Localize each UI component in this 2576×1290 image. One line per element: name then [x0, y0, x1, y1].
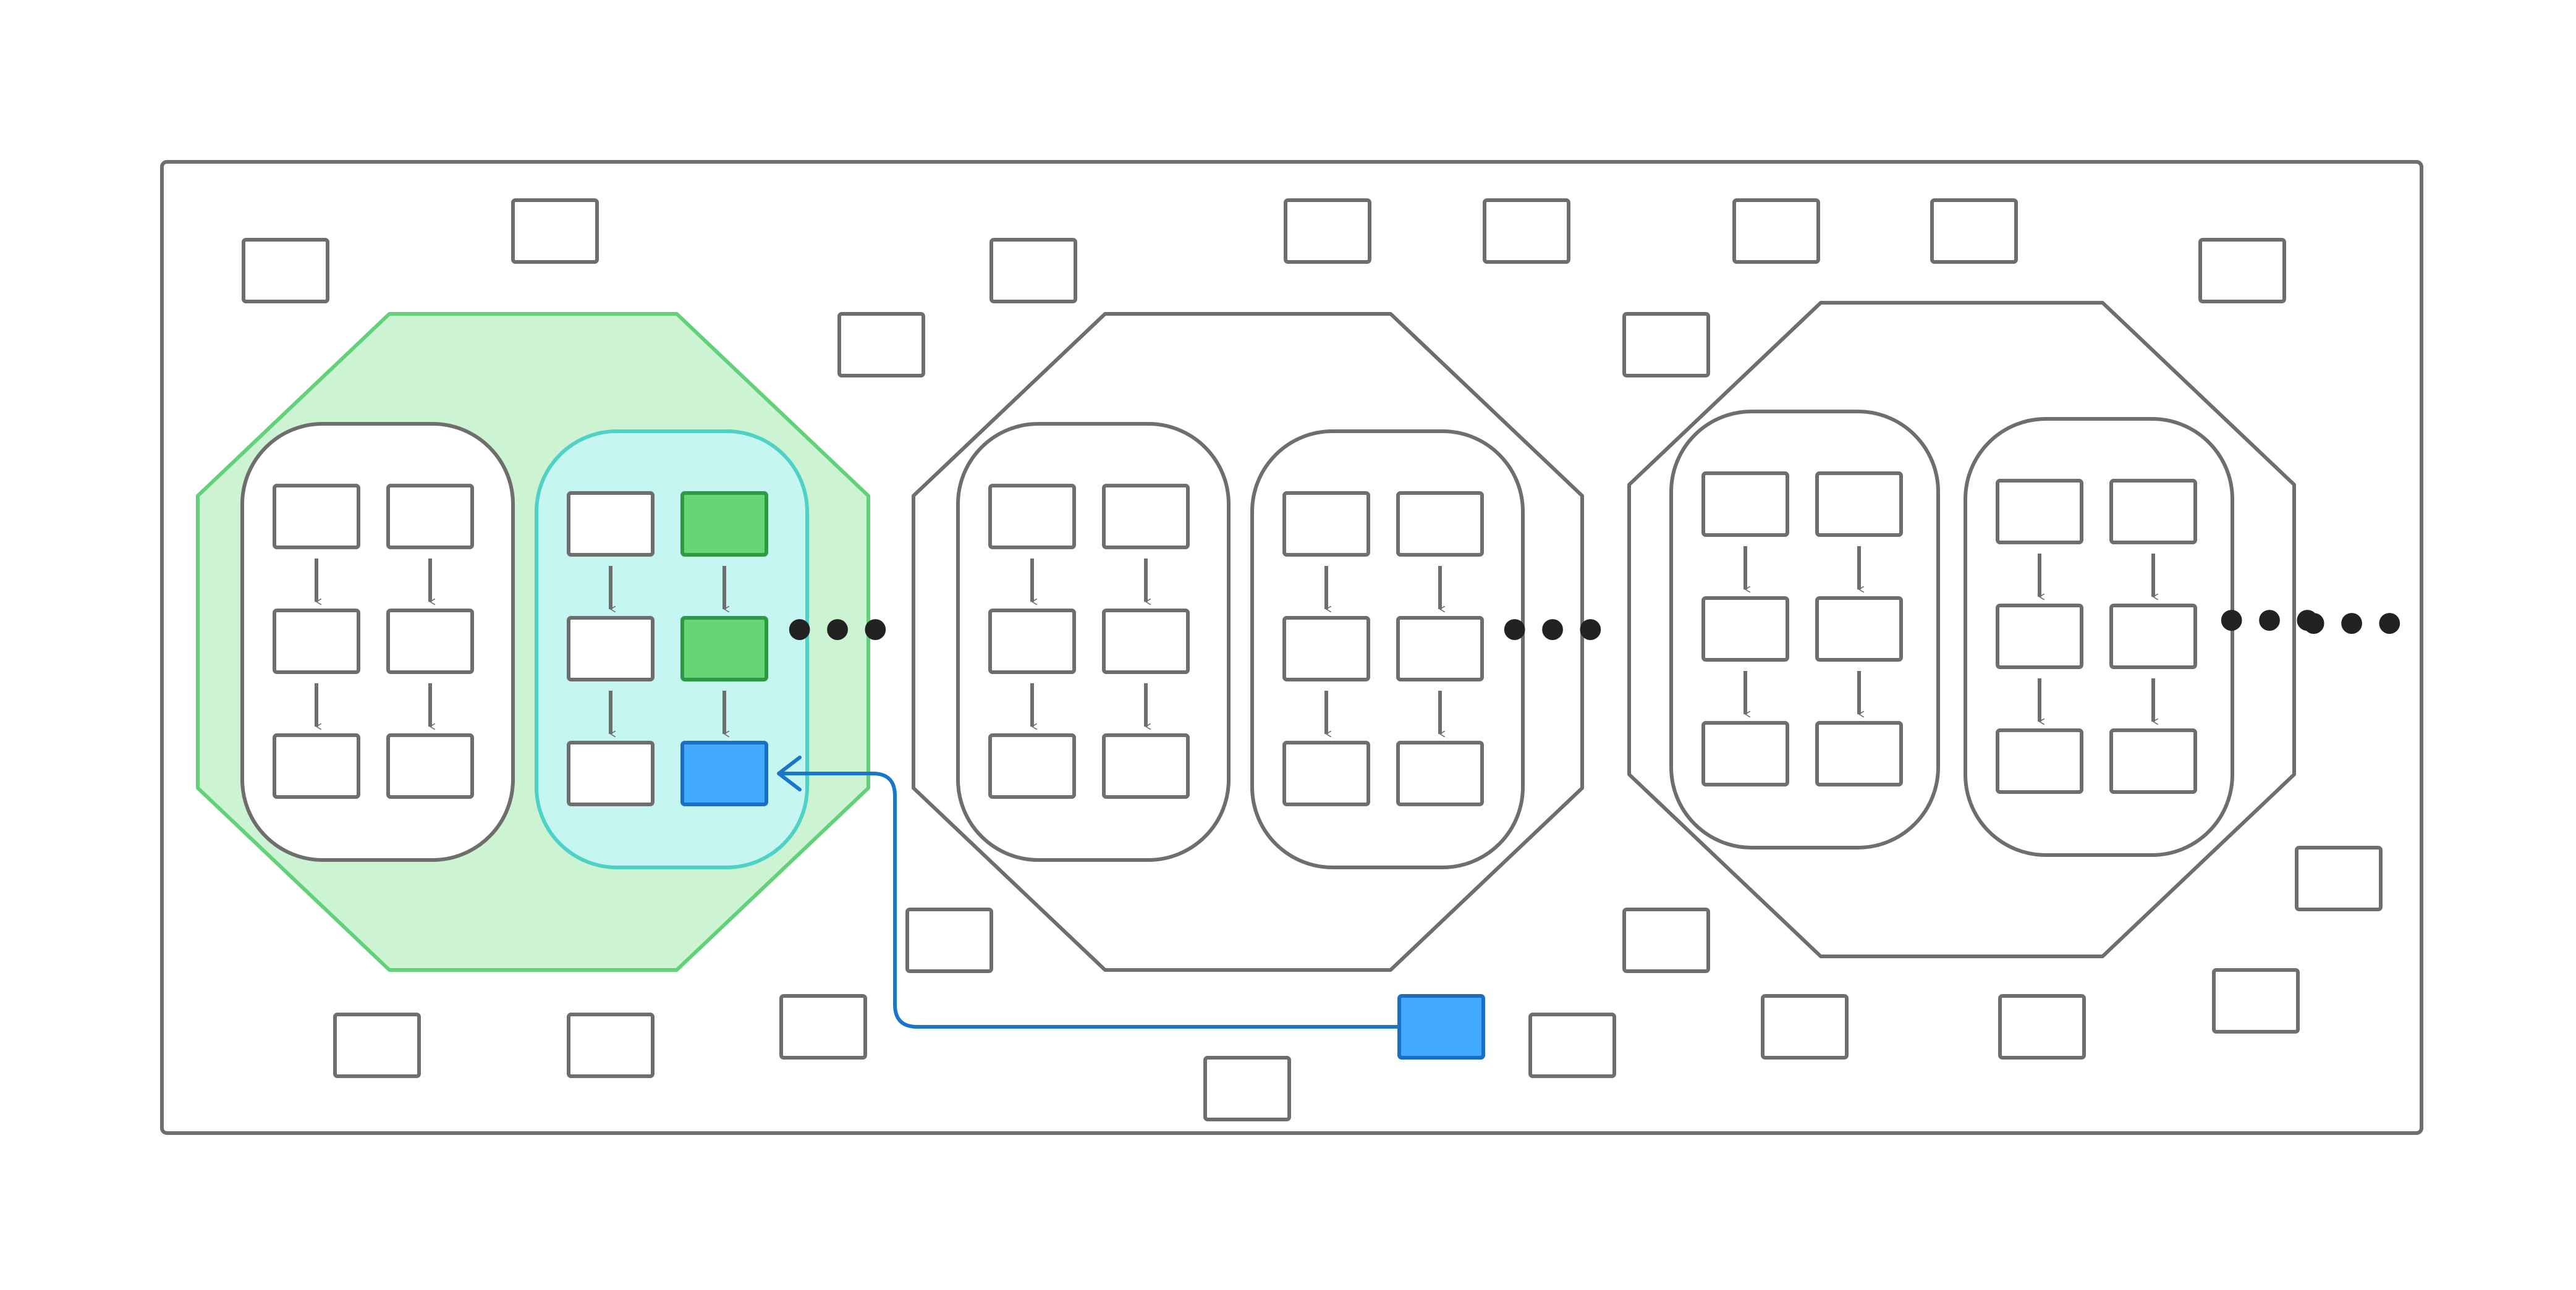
cluster-2-group-1	[956, 422, 1231, 862]
node-box	[1282, 491, 1370, 557]
connector-layer	[777, 756, 1399, 1029]
node-box	[1815, 721, 1903, 786]
node-box	[273, 733, 360, 799]
node-box	[386, 609, 474, 674]
loose-box	[989, 238, 1077, 303]
cluster-2-group-2	[1250, 429, 1525, 869]
ellipsis-dots: •••	[2295, 591, 2409, 660]
loose-box	[1998, 994, 2086, 1060]
cluster-3-group-2	[1964, 417, 2234, 857]
loose-box	[242, 238, 329, 303]
node-box	[273, 609, 360, 674]
loose-box	[905, 908, 993, 973]
node-box	[1282, 741, 1370, 806]
loose-box	[333, 1013, 421, 1078]
cluster-3: ••••••	[1627, 301, 2409, 958]
loose-box	[1622, 908, 1710, 973]
ellipsis-dots: •••	[2213, 588, 2326, 657]
loose-box	[567, 1013, 655, 1078]
node-box	[988, 609, 1076, 674]
node-box	[1396, 491, 1484, 557]
node-box	[567, 741, 655, 806]
cluster-2: •••	[912, 312, 1609, 972]
loose-box	[1483, 198, 1570, 264]
node-box	[567, 491, 655, 557]
node-box	[1102, 484, 1190, 549]
node-box	[1815, 596, 1903, 662]
connector-arrowhead	[777, 756, 802, 791]
node-box	[988, 484, 1076, 549]
loose-box	[1732, 198, 1820, 264]
node-box	[1102, 609, 1190, 674]
loose-box-highlighted	[1397, 994, 1485, 1060]
node-box-green	[680, 616, 768, 681]
ellipsis-dots: •••	[781, 597, 894, 666]
node-box	[2109, 604, 2197, 669]
connector-line	[779, 772, 1399, 1029]
loose-box	[1761, 994, 1849, 1060]
node-box	[1396, 741, 1484, 806]
loose-box	[837, 312, 925, 377]
node-box-green	[680, 491, 768, 557]
loose-box	[2212, 968, 2300, 1034]
node-box	[1996, 604, 2083, 669]
loose-box	[1528, 1013, 1616, 1078]
cluster-3-group-1	[1669, 410, 1940, 849]
loose-box	[1930, 198, 2018, 264]
node-box	[1701, 596, 1789, 662]
node-box	[1815, 471, 1903, 537]
node-box	[2109, 479, 2197, 544]
node-box	[1701, 471, 1789, 537]
cluster-1-group-1	[240, 422, 515, 862]
ellipsis-dots: •••	[1496, 597, 1609, 666]
loose-box	[779, 994, 867, 1060]
node-box	[386, 484, 474, 549]
cluster-1: •••	[196, 312, 894, 972]
node-box	[2109, 728, 2197, 794]
node-box	[1282, 616, 1370, 681]
loose-box	[2295, 846, 2383, 911]
node-box	[988, 733, 1076, 799]
node-box	[1701, 721, 1789, 786]
node-box-blue	[680, 741, 768, 806]
loose-box	[511, 198, 599, 264]
node-box	[386, 733, 474, 799]
loose-box	[1284, 198, 1371, 264]
cluster-1-group-2	[535, 429, 809, 869]
node-box	[1996, 728, 2083, 794]
node-box	[567, 616, 655, 681]
loose-box	[2198, 238, 2286, 303]
node-box	[1102, 733, 1190, 799]
node-box	[1996, 479, 2083, 544]
clusters-layer: ••••••••••••	[196, 301, 2409, 972]
loose-box	[1203, 1056, 1291, 1121]
node-box	[273, 484, 360, 549]
loose-boxes-layer	[242, 198, 2383, 1121]
node-box	[1396, 616, 1484, 681]
loose-box	[1622, 312, 1710, 377]
